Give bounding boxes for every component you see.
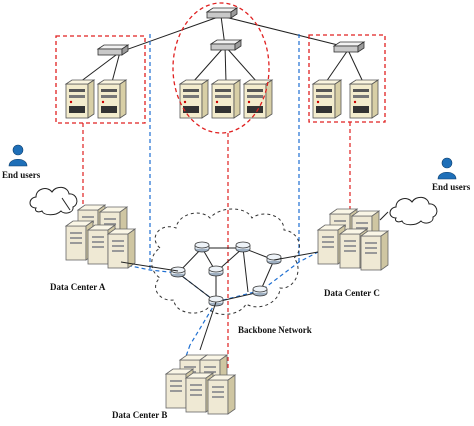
- right-user-link: [379, 211, 389, 221]
- left-user-icon: [8, 144, 28, 167]
- router-icon: [252, 285, 268, 297]
- right-group-box: [308, 34, 386, 123]
- left-server-cluster: [65, 79, 127, 119]
- router-icon: [208, 295, 224, 307]
- server-icon: [97, 79, 127, 119]
- server-icon: [349, 79, 379, 119]
- right-cloud-icon: [389, 196, 438, 226]
- red-dashed-links: [82, 122, 351, 368]
- center-group-ellipse: [172, 2, 270, 134]
- center-switch-icon: [210, 39, 242, 51]
- server-icon: [312, 79, 342, 119]
- top-core-links: [79, 15, 364, 83]
- datacenter-c-label: Data Center C: [324, 288, 380, 298]
- datacenter-b-label: Data Center B: [112, 410, 167, 420]
- left-user-link: [61, 197, 71, 211]
- center-server-cluster: [179, 79, 273, 119]
- server-icon: [65, 79, 95, 119]
- server-icon: [211, 79, 241, 119]
- end-users-right-label: End users: [432, 182, 471, 192]
- router-icon: [194, 241, 210, 253]
- datacenter-links: [120, 251, 319, 351]
- datacenter-b-icon: [165, 354, 236, 415]
- backbone-routers: [170, 241, 282, 307]
- backbone-cloud-icon: [151, 208, 300, 315]
- left-group-box: [55, 35, 146, 124]
- right-user-icon: [437, 157, 457, 180]
- end-users-left-label: End users: [2, 170, 41, 180]
- datacenter-a-label: Data Center A: [50, 282, 106, 292]
- router-icon: [208, 265, 224, 277]
- left-cloud-icon: [29, 186, 78, 216]
- server-icon: [179, 79, 209, 119]
- left-switch-icon: [97, 44, 129, 56]
- group-boundaries: [55, 2, 386, 134]
- datacenter-a-icon: [65, 204, 136, 269]
- core-switch-icon: [206, 7, 238, 19]
- right-switch-icon: [333, 41, 365, 53]
- datacenter-c-icon: [317, 208, 389, 271]
- router-icon: [235, 241, 251, 253]
- router-icon: [170, 266, 186, 278]
- backbone-network-label: Backbone Network: [238, 325, 312, 335]
- right-server-cluster: [312, 79, 379, 119]
